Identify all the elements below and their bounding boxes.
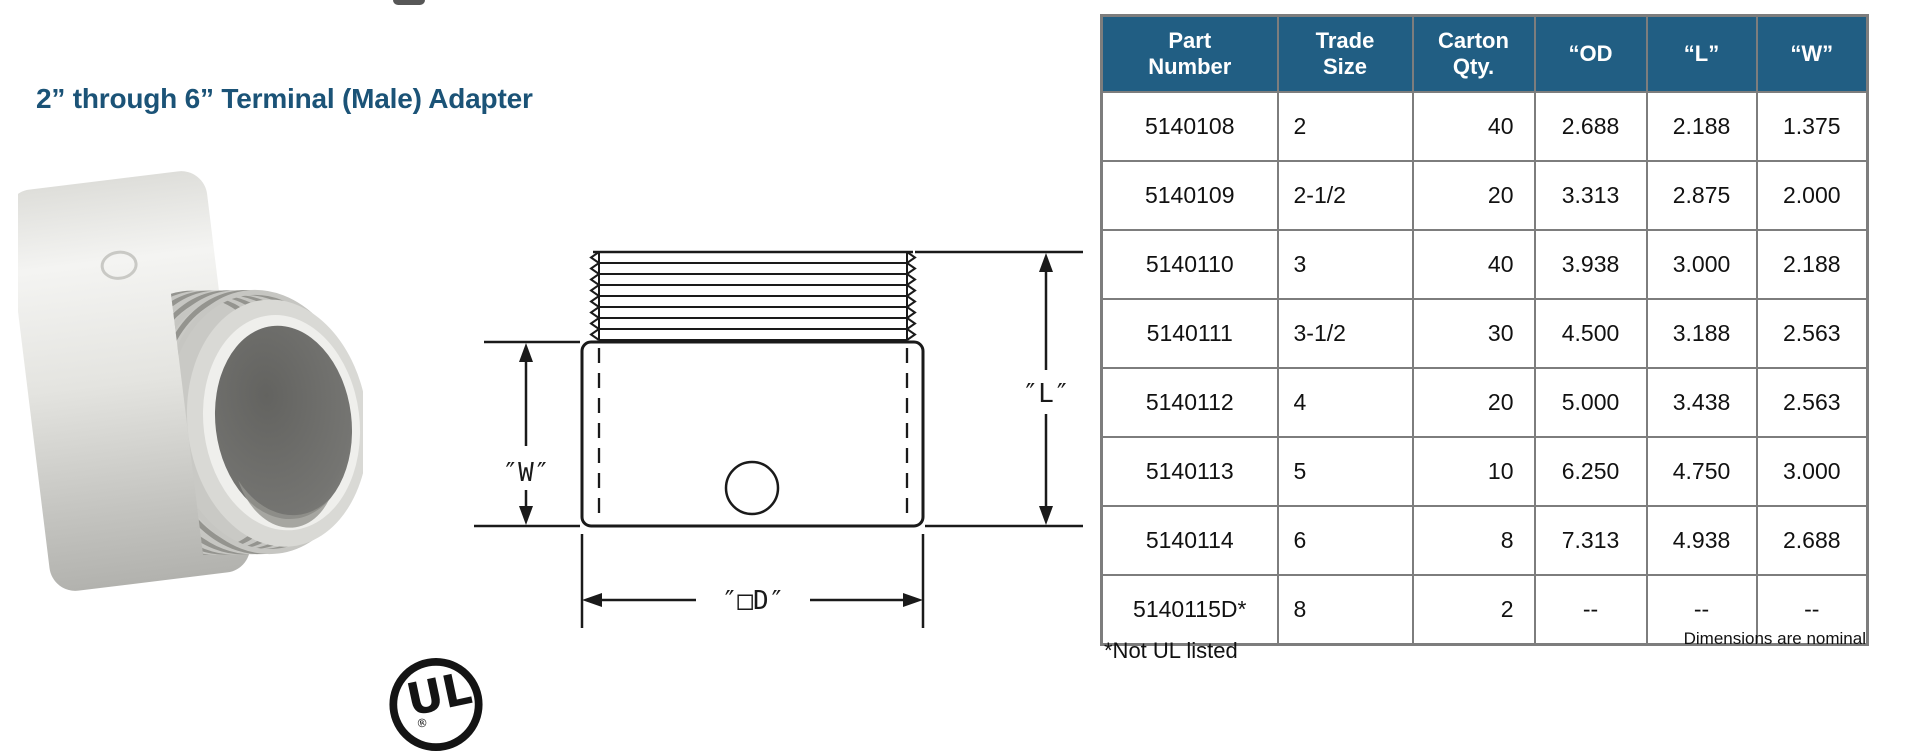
table-row: 5140110 3 40 3.938 3.000 2.188: [1100, 229, 1869, 300]
footnote-dimensions-nominal: Dimensions are nominal: [1683, 629, 1866, 648]
cell-od: 6.250: [1533, 436, 1648, 507]
table-row: 5140112 4 20 5.000 3.438 2.563: [1100, 367, 1869, 438]
cell-od: 7.313: [1533, 505, 1648, 576]
cell-l: 3.438: [1645, 367, 1758, 438]
cell-l: 3.000: [1645, 229, 1758, 300]
cell-trade-size: 5: [1276, 436, 1414, 507]
cell-od: 3.938: [1533, 229, 1648, 300]
cell-w: 2.688: [1755, 505, 1869, 576]
cell-w: 2.563: [1755, 298, 1869, 369]
cell-part-number: 5140109: [1100, 160, 1279, 231]
table-row: 5140109 2-1/2 20 3.313 2.875 2.000: [1100, 160, 1869, 231]
technical-drawing: ″W″ ″L″ ″□D″: [474, 250, 1083, 628]
cell-part-number: 5140112: [1100, 367, 1279, 438]
cell-carton-qty: 8: [1411, 505, 1536, 576]
table-row: 5140114 6 8 7.313 4.938 2.688: [1100, 505, 1869, 576]
cell-od: 5.000: [1533, 367, 1648, 438]
cell-part-number: 5140114: [1100, 505, 1279, 576]
cell-w: 1.375: [1755, 91, 1869, 162]
cell-w: 3.000: [1755, 436, 1869, 507]
cell-w: 2.188: [1755, 229, 1869, 300]
cell-l: 4.750: [1645, 436, 1758, 507]
cell-l: 4.938: [1645, 505, 1758, 576]
cell-od: 4.500: [1533, 298, 1648, 369]
cell-l: --: [1645, 574, 1758, 646]
column-header-l: “L”: [1645, 14, 1758, 93]
cell-trade-size: 3: [1276, 229, 1414, 300]
dimension-label-od: ″□D″: [722, 586, 785, 616]
cell-carton-qty: 40: [1411, 91, 1536, 162]
page-title: 2” through 6” Terminal (Male) Adapter: [36, 83, 533, 114]
cell-carton-qty: 20: [1411, 160, 1536, 231]
table-row: 5140113 5 10 6.250 4.750 3.000: [1100, 436, 1869, 507]
column-header-od: “OD: [1533, 14, 1648, 93]
cropped-heading-fragment: [393, 0, 425, 5]
cell-carton-qty: 2: [1411, 574, 1536, 646]
ul-certification-logo: UL ®: [389, 657, 483, 752]
cell-part-number: 5140108: [1100, 91, 1279, 162]
cell-carton-qty: 40: [1411, 229, 1536, 300]
cell-trade-size: 6: [1276, 505, 1414, 576]
cell-part-number: 5140110: [1100, 229, 1279, 300]
cell-carton-qty: 20: [1411, 367, 1536, 438]
table-row: 5140111 3-1/2 30 4.500 3.188 2.563: [1100, 298, 1869, 369]
drawing-lines: [474, 250, 1083, 628]
cell-part-number: 5140113: [1100, 436, 1279, 507]
cell-w: 2.000: [1755, 160, 1869, 231]
cell-carton-qty: 30: [1411, 298, 1536, 369]
cell-trade-size: 2: [1276, 91, 1414, 162]
footnote-not-ul-listed: *Not UL listed: [1104, 638, 1238, 663]
cell-w: --: [1755, 574, 1869, 646]
column-header-w: “W”: [1755, 14, 1869, 93]
cell-trade-size: 3-1/2: [1276, 298, 1414, 369]
table-row: 5140108 2 40 2.688 2.188 1.375: [1100, 91, 1869, 162]
dimension-label-w: ″W″: [503, 458, 550, 488]
table-row: 5140115D* 8 2 -- -- --: [1100, 574, 1869, 646]
dimension-label-l: ″L″: [1023, 379, 1070, 409]
cell-od: 3.313: [1533, 160, 1648, 231]
cell-trade-size: 8: [1276, 574, 1414, 646]
cell-od: 2.688: [1533, 91, 1648, 162]
cell-w: 2.563: [1755, 367, 1869, 438]
cell-trade-size: 2-1/2: [1276, 160, 1414, 231]
cell-l: 2.875: [1645, 160, 1758, 231]
cell-part-number: 5140111: [1100, 298, 1279, 369]
terminal-adapter-photo: [18, 171, 363, 591]
cell-l: 2.188: [1645, 91, 1758, 162]
cell-trade-size: 4: [1276, 367, 1414, 438]
cell-carton-qty: 10: [1411, 436, 1536, 507]
ul-registered-mark: ®: [415, 715, 429, 731]
cell-l: 3.188: [1645, 298, 1758, 369]
product-photo-image: [18, 171, 363, 591]
cell-part-number: 5140115D*: [1100, 574, 1279, 646]
cell-od: --: [1533, 574, 1648, 646]
